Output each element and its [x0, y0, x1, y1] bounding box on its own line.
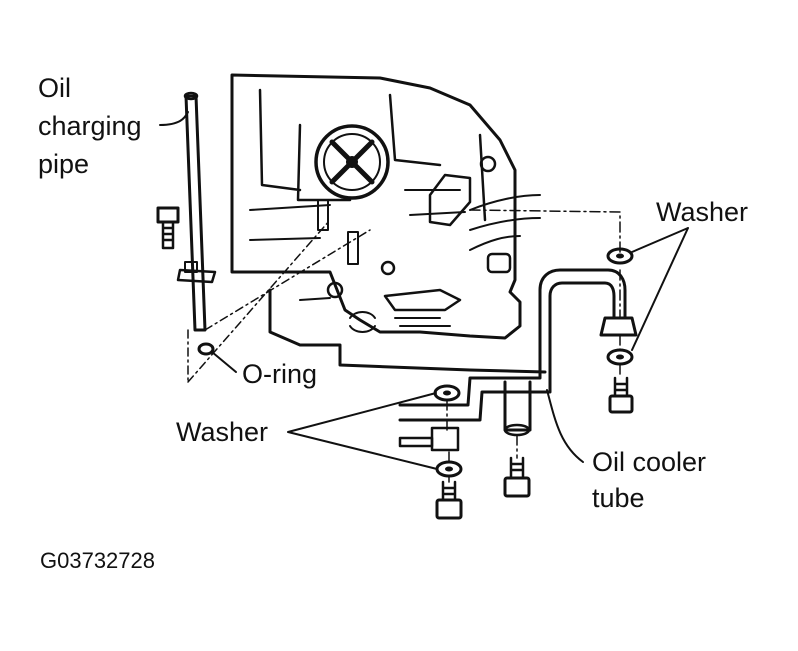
label-washer-right: Washer — [656, 197, 749, 227]
oil-cooler-tube — [398, 268, 638, 452]
label-oil-cooler-tube-line1: Oil cooler — [592, 447, 707, 477]
label-washer-left: Washer — [176, 417, 269, 447]
label-o-ring: O-ring — [242, 359, 318, 389]
label-oil-cooler-tube-line2: tube — [592, 483, 645, 513]
transmission-case — [230, 73, 547, 374]
pipe-bolt — [156, 206, 180, 250]
label-oil-charging-pipe-line2: charging — [38, 111, 142, 141]
label-oil-charging-pipe-line3: pipe — [38, 149, 90, 179]
drive-gear — [314, 124, 390, 200]
label-oil-charging-pipe-line1: Oil — [38, 73, 71, 103]
oil-charging-pipe — [176, 91, 371, 383]
bracket-post — [503, 380, 532, 437]
figure-code: G03732728 — [40, 548, 155, 573]
bolts — [435, 376, 634, 520]
leader-lines — [159, 111, 689, 483]
o-ring-shape — [197, 342, 215, 356]
